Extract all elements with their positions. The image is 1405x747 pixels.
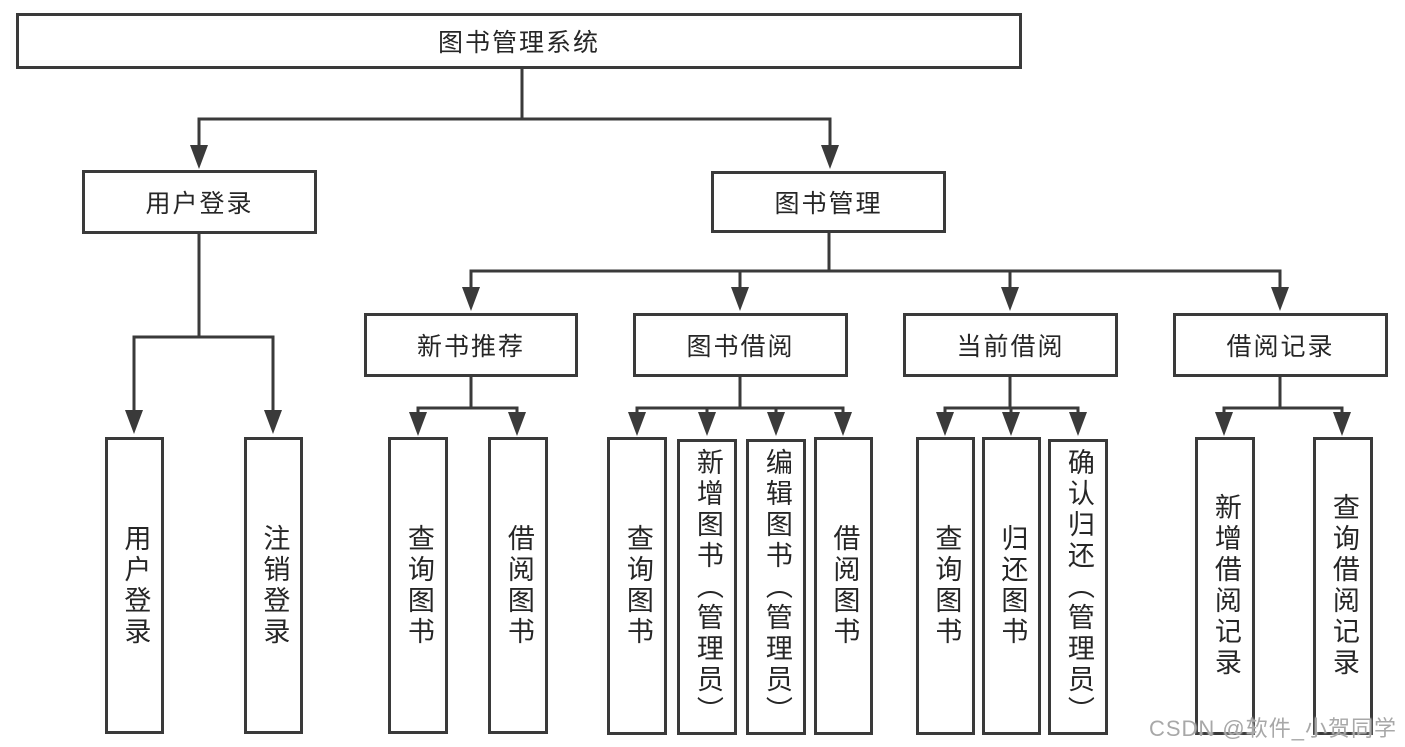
node-borrow-books-action: 借阅图书	[814, 437, 873, 735]
node-query-books-borrow: 查询图书	[607, 437, 667, 735]
node-library-management-system: 图书管理系统	[16, 13, 1022, 69]
node-add-books-admin: 新增图书（管理员）	[677, 439, 737, 735]
node-query-books-recommend: 查询图书	[388, 437, 448, 734]
node-edit-books-admin: 编辑图书（管理员）	[746, 439, 806, 735]
node-add-borrow-record: 新增借阅记录	[1195, 437, 1255, 735]
node-query-books-current: 查询图书	[916, 437, 975, 735]
node-user-login-action: 用户登录	[105, 437, 164, 734]
arrowheads	[125, 145, 1351, 436]
node-logout-action: 注销登录	[244, 437, 303, 734]
node-user-login: 用户登录	[82, 170, 317, 234]
node-borrow-books-recommend: 借阅图书	[488, 437, 548, 734]
node-borrow-records: 借阅记录	[1173, 313, 1388, 377]
node-confirm-return-admin: 确认归还（管理员）	[1048, 439, 1108, 735]
node-query-borrow-record: 查询借阅记录	[1313, 437, 1373, 735]
node-book-management: 图书管理	[711, 171, 946, 233]
node-book-borrow: 图书借阅	[633, 313, 848, 377]
node-current-borrow: 当前借阅	[903, 313, 1118, 377]
csdn-watermark: CSDN @软件_小贺同学	[1148, 716, 1397, 741]
node-new-book-recommend: 新书推荐	[364, 313, 578, 377]
node-return-books: 归还图书	[982, 437, 1041, 735]
